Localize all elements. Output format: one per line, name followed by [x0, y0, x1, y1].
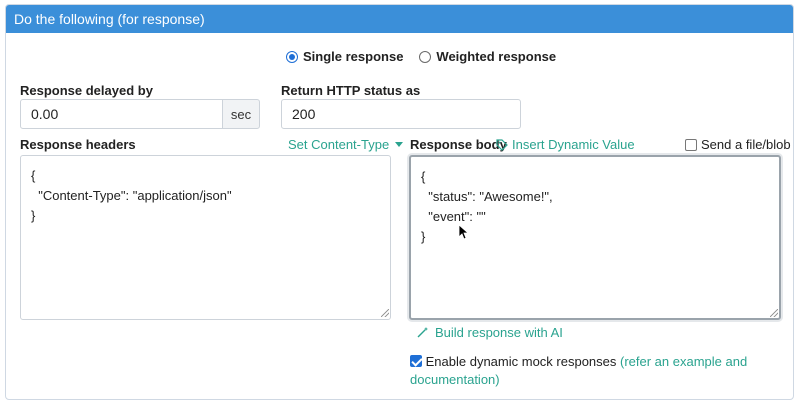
mouse-cursor-icon [459, 225, 469, 240]
insert-dynamic-value-link[interactable]: Insert Dynamic Value [496, 137, 635, 152]
dynamic-mock-row: Enable dynamic mock responses (refer an … [410, 353, 780, 389]
dynamic-mock-docs-link[interactable]: (refer an example and [620, 354, 748, 369]
response-body-label: Response body [410, 137, 507, 152]
response-mode-group: Single response Weighted response [286, 49, 566, 64]
single-response-radio-dot[interactable] [286, 50, 298, 63]
send-file-label: Send a file/blob [701, 137, 791, 152]
single-response-label: Single response [303, 49, 404, 64]
set-content-type-label: Set Content-Type [288, 137, 390, 152]
response-headers-label: Response headers [20, 137, 136, 152]
weighted-response-radio-dot[interactable] [419, 50, 432, 63]
http-status-input[interactable]: 200 [281, 99, 521, 129]
http-status-label: Return HTTP status as [281, 83, 421, 98]
body-resize-handle[interactable] [770, 309, 778, 317]
send-file-checkbox-box[interactable] [685, 138, 697, 151]
build-response-ai-link[interactable]: Build response with AI [416, 325, 563, 340]
delay-input[interactable]: 0.00 [20, 99, 223, 129]
response-body-textarea[interactable]: { "status": "Awesome!", "event": "" } [409, 155, 781, 320]
single-response-radio[interactable]: Single response [286, 49, 403, 64]
weighted-response-radio[interactable]: Weighted response [419, 49, 556, 64]
delay-unit-addon: sec [222, 99, 260, 129]
weighted-response-label: Weighted response [436, 49, 557, 64]
dynamic-mock-docs-link-cont[interactable]: documentation) [410, 372, 500, 387]
delay-label: Response delayed by [20, 83, 153, 98]
response-headers-textarea[interactable]: { "Content-Type": "application/json" } [20, 155, 391, 320]
magic-wand-icon [417, 327, 428, 338]
tag-icon [496, 138, 508, 151]
headers-resize-handle[interactable] [381, 309, 389, 317]
chevron-down-icon [395, 142, 404, 147]
panel-header: Do the following (for response) [6, 5, 793, 33]
set-content-type-dropdown[interactable]: Set Content-Type [288, 137, 404, 152]
build-response-ai-label: Build response with AI [435, 325, 563, 340]
dynamic-mock-checkbox[interactable] [410, 355, 422, 367]
send-file-checkbox[interactable]: Send a file/blob [685, 137, 791, 152]
response-panel: Do the following (for response) Single r… [5, 4, 794, 400]
dynamic-mock-label: Enable dynamic mock responses [425, 354, 617, 369]
insert-dynamic-value-label: Insert Dynamic Value [512, 137, 635, 152]
